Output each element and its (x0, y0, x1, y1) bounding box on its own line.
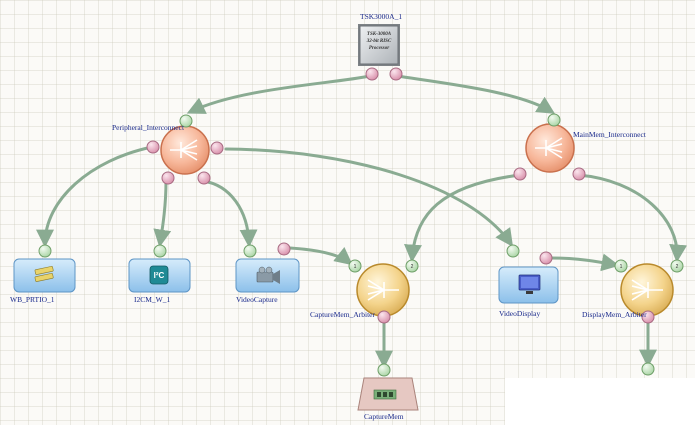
peripheral-interconnect-label: Peripheral_Interconnect (112, 123, 185, 132)
memory-chip-icon (373, 389, 397, 400)
capturemem-node[interactable] (357, 363, 419, 411)
processor-port-2[interactable] (389, 67, 403, 81)
port-io-icon (34, 266, 54, 282)
displaymem-arbiter-master-port[interactable] (641, 310, 655, 324)
bottom-right-blank-area (505, 378, 695, 425)
displaymem-arbiter-port-2-number: 2 (676, 264, 679, 270)
video-display-node[interactable] (498, 244, 559, 304)
mainmem-interconnect-port-south-1[interactable] (513, 167, 527, 181)
i2c-icon (149, 265, 169, 285)
interconnect-fan-icon (170, 139, 198, 161)
displaymem-arbiter-port-2[interactable] (670, 259, 684, 273)
processor-label: TSK3000A_1 (360, 12, 403, 21)
capturemem-arbiter-port-2[interactable] (405, 259, 419, 273)
interconnect-fan-icon (535, 137, 563, 159)
i2c-icon-text: I²C (154, 271, 165, 280)
monitor-icon (518, 274, 541, 294)
wb-prtio-slave-port[interactable] (38, 244, 52, 258)
mainmem-interconnect-label: MainMem_Interconnect (573, 130, 646, 139)
wire-peripheral-to-video-capture (201, 179, 258, 248)
i2cm-node[interactable]: I²C (128, 244, 191, 293)
displaymem-arbiter-port-1[interactable] (614, 259, 628, 273)
displaymem-downstream-slave-port[interactable] (641, 362, 655, 376)
video-display-slave-port[interactable] (506, 244, 520, 258)
wire-processor-to-peripheral-interconnect (186, 74, 372, 114)
displaymem-arbiter-node[interactable]: 1 2 (614, 259, 684, 376)
capturemem-arbiter-port-1-number: 1 (354, 264, 357, 270)
peripheral-interconnect-port-south-2[interactable] (197, 171, 211, 185)
mainmem-interconnect-slave-port[interactable] (547, 113, 561, 127)
processor-node[interactable] (358, 24, 403, 81)
i2cm-label: I2CM_W_1 (134, 295, 171, 304)
wire-video-capture-to-capturemem-arbiter (288, 246, 353, 266)
processor-chip-line-3: Processor (368, 45, 390, 51)
mainmem-interconnect-port-south-2[interactable] (572, 167, 586, 181)
capturemem-arbiter-label: CaptureMem_Arbiter (310, 310, 375, 319)
video-capture-label: VideoCapture (236, 295, 278, 304)
video-display-master-port[interactable] (539, 251, 553, 265)
mainmem-interconnect-node[interactable] (513, 113, 586, 181)
video-display-label: VideoDisplay (499, 309, 541, 318)
video-capture-node[interactable] (235, 242, 300, 293)
wire-peripheral-to-wb-prtio (36, 145, 154, 248)
capturemem-arbiter-node[interactable]: 1 2 (348, 259, 419, 324)
cpu-chip-icon (359, 25, 399, 65)
displaymem-arbiter-label: DisplayMem_Arbiter (582, 310, 647, 319)
video-camera-icon (256, 266, 280, 284)
peripheral-interconnect-port-east[interactable] (210, 141, 224, 155)
peripheral-interconnect-slave-port[interactable] (179, 114, 193, 128)
video-capture-slave-port[interactable] (243, 244, 257, 258)
wire-processor-to-mainmem-interconnect (395, 74, 556, 114)
capturemem-arbiter-master-port[interactable] (377, 310, 391, 324)
wb-prtio-node[interactable] (13, 244, 76, 293)
capturemem-arbiter-port-1[interactable] (348, 259, 362, 273)
wire-peripheral-to-i2cm (153, 179, 172, 248)
arbiter-fan-icon (631, 279, 663, 301)
wire-mainmem-to-capturemem-arbiter (404, 173, 522, 263)
video-capture-master-port[interactable] (277, 242, 291, 256)
capturemem-slave-port[interactable] (377, 363, 391, 377)
processor-chip-text: TSK-3000A 32-bit RISC Processor (361, 32, 397, 52)
wire-mainmem-to-displaymem-arbiter (576, 173, 688, 263)
wire-video-display-to-displaymem-arbiter (549, 253, 620, 272)
i2cm-slave-port[interactable] (153, 244, 167, 258)
peripheral-interconnect-port-south-1[interactable] (161, 171, 175, 185)
processor-port-1[interactable] (365, 67, 379, 81)
capturemem-arbiter-port-2-number: 2 (411, 264, 414, 270)
processor-chip-line-1: TSK-3000A (366, 32, 392, 37)
displaymem-arbiter-port-1-number: 1 (620, 264, 623, 270)
processor-chip-line-2: 32-bit RISC (366, 38, 392, 44)
wire-peripheral-to-video-display (224, 147, 514, 247)
capturemem-label: CaptureMem (364, 412, 404, 421)
peripheral-interconnect-node[interactable] (146, 114, 224, 185)
wb-prtio-label: WB_PRTIO_1 (10, 295, 55, 304)
arbiter-fan-icon (367, 279, 399, 301)
peripheral-interconnect-port-west[interactable] (146, 140, 160, 154)
